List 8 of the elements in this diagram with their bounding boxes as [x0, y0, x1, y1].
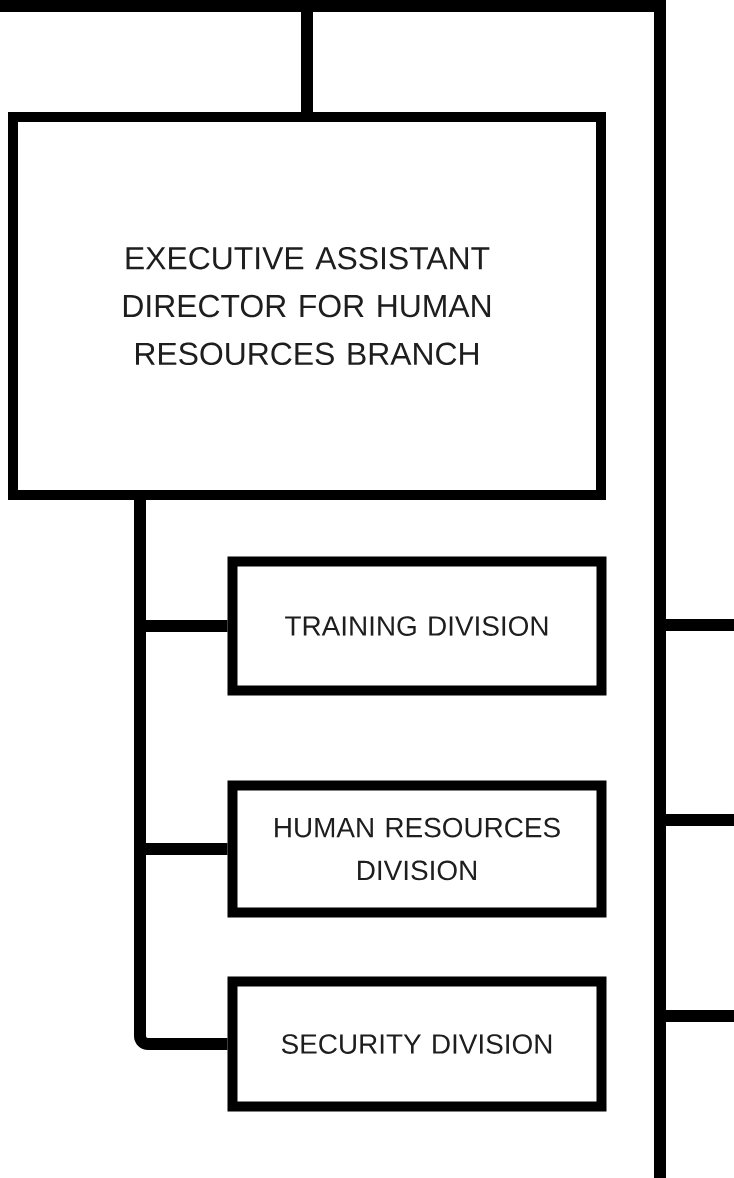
- connector-line: [134, 500, 228, 1050]
- org-box: SECURITY DIVISION: [227, 976, 607, 1112]
- org-box: HUMAN RESOURCES DIVISION: [227, 780, 607, 918]
- org-box: EXECUTIVE ASSISTANT DIRECTOR FOR HUMAN RESOURCES BRANCH: [8, 112, 606, 500]
- connector-line: [301, 12, 313, 112]
- org-box: TRAINING DIVISION: [227, 556, 607, 696]
- connector-line: [146, 620, 228, 632]
- connector-line: [146, 843, 228, 855]
